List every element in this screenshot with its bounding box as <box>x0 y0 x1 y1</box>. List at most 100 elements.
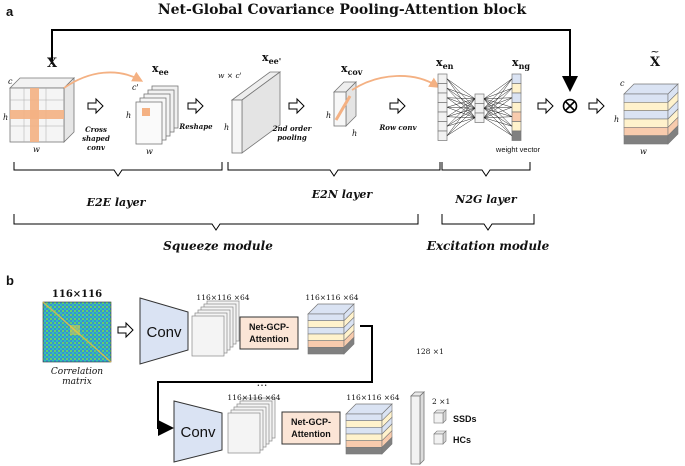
connector-row-2 <box>157 325 373 436</box>
ssds-label: SSDs <box>453 414 477 424</box>
arrow-right-6 <box>588 97 605 115</box>
xen-column <box>437 73 448 141</box>
out-h-label: h <box>614 115 619 124</box>
feat-size-2: 116×116 ×64 <box>227 393 280 402</box>
brace-squeeze <box>13 214 419 231</box>
connection-line <box>483 117 513 127</box>
stack-layer <box>307 320 345 328</box>
conv-block-2 <box>173 400 223 463</box>
arrow-right-1 <box>87 97 104 115</box>
stack-layer <box>345 420 383 428</box>
connection-line <box>483 97 513 118</box>
conv-label-2: Conv <box>180 424 216 441</box>
xen-label: xen <box>436 56 454 71</box>
connection-line <box>483 78 513 118</box>
input-cube-x <box>9 77 75 143</box>
ellipsis-label: … <box>257 376 268 389</box>
arrow-right-4 <box>389 97 406 115</box>
xng-cell <box>511 130 522 141</box>
xee-prime-h-label: h <box>224 123 229 132</box>
xee-w-label: w <box>146 147 153 156</box>
out-w-label: w <box>640 147 647 156</box>
conv-label-1: Conv <box>146 324 182 341</box>
out-size-1: 116×116 ×64 <box>305 293 358 302</box>
xng-cell <box>511 92 522 103</box>
conv-block-1 <box>139 297 189 365</box>
e2n-layer-label: E2N layer <box>311 188 374 201</box>
xng-column <box>511 73 522 141</box>
c-label: c <box>8 77 13 86</box>
xee-stack <box>135 85 179 145</box>
stack-layer <box>345 447 383 455</box>
xee-h-label: h <box>126 111 131 120</box>
stack-layer-side <box>667 124 679 145</box>
vec-2-label: 2 ×1 <box>432 397 450 406</box>
xen-cell <box>437 130 448 141</box>
hidden-cell <box>474 103 485 114</box>
feat-size-1: 116×116 ×64 <box>196 293 249 302</box>
stack-layer-side <box>381 436 393 455</box>
gcp-attention-box-2 <box>281 411 341 445</box>
stack-layer <box>345 413 383 421</box>
xee-prime-slab <box>230 71 282 154</box>
gcp-label-2b: Attention <box>291 429 331 439</box>
panel-a-title: Net-Global Covariance Pooling-Attention … <box>158 2 527 18</box>
connection-line <box>483 116 513 118</box>
stack-layer <box>623 135 669 145</box>
c-prime-label: c' <box>132 83 139 92</box>
tilde-mark: ~ <box>650 45 659 58</box>
xen-cell <box>437 111 448 122</box>
output-stack-2 <box>345 403 393 455</box>
connection-line <box>483 107 513 118</box>
connection-line <box>446 98 476 117</box>
gcp-label-1a: Net-GCP- <box>249 322 289 332</box>
stack-layer <box>623 93 669 103</box>
output-stack-1 <box>307 303 355 355</box>
xcov-diagonal <box>334 95 352 121</box>
hidden-cell <box>474 93 485 104</box>
hcs-cell <box>433 430 447 445</box>
cross-horizontal-band <box>10 110 64 119</box>
xen-cell <box>437 121 448 132</box>
gcp-label-2a: Net-GCP- <box>291 417 331 427</box>
stack-layer <box>345 440 383 448</box>
xee-label: xee <box>152 62 169 77</box>
stack-layer <box>623 127 669 136</box>
xcov-h-label: h <box>326 111 331 120</box>
stack-layer <box>345 427 383 435</box>
arrow-right-5 <box>537 97 554 115</box>
gcp-attention-box-1 <box>239 316 299 350</box>
xen-cell <box>437 102 448 113</box>
gcp-label-1b: Attention <box>249 334 289 344</box>
stack-layer <box>623 102 669 111</box>
xen-cell <box>437 92 448 103</box>
arrow-b-1 <box>117 321 134 339</box>
xng-cell <box>511 73 522 84</box>
vec-128-label: 128 ×1 <box>416 347 444 356</box>
stack-layer <box>307 333 345 341</box>
squeeze-module-label: Squeeze module <box>163 239 273 253</box>
xng-cell <box>511 121 522 132</box>
hcs-label: HCs <box>453 435 471 445</box>
skip-connection-line <box>51 29 578 92</box>
connection-line <box>446 97 476 99</box>
x-label: X <box>47 56 58 71</box>
stack-layer <box>623 118 669 128</box>
feature-stack-1 <box>191 300 240 357</box>
brace-e2e <box>13 162 223 177</box>
stack-layer <box>307 327 345 335</box>
xen-cell <box>437 73 448 84</box>
row-conv-label: Row conv <box>378 123 417 132</box>
connection-line <box>483 78 513 99</box>
orange-flow-1 <box>63 71 144 89</box>
x-tilde-label: X <box>650 55 661 70</box>
connection-line <box>483 88 513 118</box>
feature-map <box>191 315 225 357</box>
xee-highlight-cell <box>142 108 150 116</box>
hidden-cell <box>474 112 485 123</box>
xng-cell <box>511 111 522 122</box>
brace-e2n <box>227 162 441 177</box>
connection-line <box>446 88 476 99</box>
